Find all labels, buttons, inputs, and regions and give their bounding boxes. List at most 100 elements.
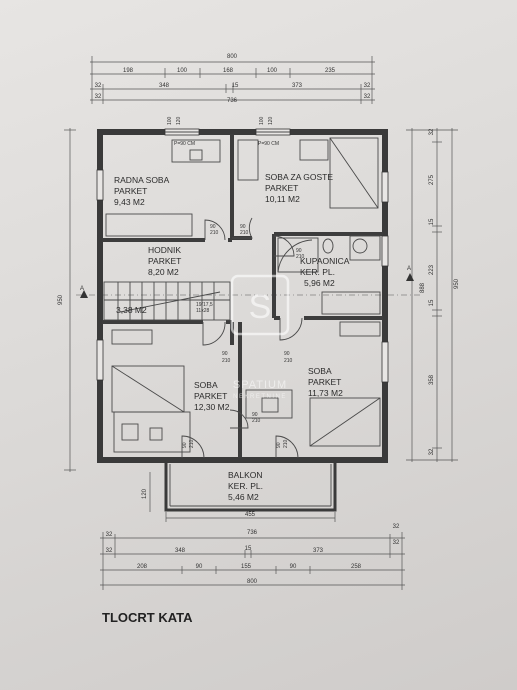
window-dim-a: 100 [167, 116, 173, 125]
room-labels: RADNA SOBA PARKET 9,43 M2 SOBA ZA GOSTE … [114, 172, 350, 502]
left-total-dim: 950 [58, 294, 64, 305]
room-soba-left-area: 12,30 M2 [194, 402, 230, 412]
windows: 100 120 100 120 P=90 CM P=90 CM [96, 116, 389, 383]
room-balkon-name: BALKON [228, 470, 263, 480]
door-8-w: 90 [296, 248, 302, 254]
top-dim-2-5: 32 [364, 83, 371, 89]
bottom-dim-3-2: 90 [196, 564, 203, 570]
doors: 90 210 90 210 90 210 90 210 90 210 90 21… [181, 217, 305, 459]
left-dimensions: 950 120 [58, 128, 151, 512]
door-1-w: 90 [210, 224, 216, 230]
room-soba-za-goste-area: 10,11 M2 [265, 194, 300, 204]
watermark-sub: NEKRETNINE [233, 394, 287, 400]
watermark-logo: S [249, 288, 272, 326]
room-soba-right-name: SOBA [308, 366, 332, 376]
window-dim-d: 120 [268, 116, 274, 125]
window-label-1: P=90 CM [174, 141, 195, 147]
top-dim-1-5: 235 [325, 68, 336, 74]
watermark: S SPATIUM NEKRETNINE [230, 274, 290, 400]
room-balkon-area: 5,46 M2 [228, 492, 259, 502]
door-7-w: 90 [252, 412, 258, 418]
top-dim-1-4: 100 [267, 68, 278, 74]
room-hodnik-area: 8,20 M2 [148, 267, 179, 277]
plan-title: TLOCRT KATA [102, 610, 193, 625]
door-4-w: 90 [284, 351, 290, 357]
top-dim-1-1: 198 [123, 68, 134, 74]
walls [97, 129, 388, 512]
bottom-dimensions: 455 32 736 32 32 348 15 373 32 208 90 15… [100, 512, 405, 590]
top-dim-1-2: 100 [177, 68, 188, 74]
top-dimensions: 800 198 100 168 100 235 32 348 15 373 32… [90, 54, 375, 104]
right-dimensions: 32 275 15 223 15 358 32 950 391 888 [384, 128, 460, 462]
top-dim-1-3: 168 [223, 68, 234, 74]
top-dim-3-2: 736 [227, 98, 238, 104]
bottom-dim-1-2: 736 [247, 530, 258, 536]
room-radna-soba-name: RADNA SOBA [114, 175, 170, 185]
bottom-dim-2-2: 348 [175, 548, 186, 554]
room-stairs-area: 3,38 M2 [116, 305, 147, 315]
right-dim-1: 32 [429, 128, 435, 135]
door-3-h: 210 [222, 358, 231, 364]
left-balcony-dim: 120 [142, 488, 148, 499]
section-line: A A [76, 266, 420, 298]
door-5-h: 210 [189, 439, 195, 448]
window-dim-c: 100 [259, 116, 265, 125]
room-radna-soba-area: 9,43 M2 [114, 197, 145, 207]
top-total-dim: 800 [227, 54, 238, 60]
bottom-dim-1-3: 32 [393, 524, 400, 530]
bottom-dim-2-5: 32 [393, 540, 400, 546]
stairs-tread-label: 11x28 [196, 308, 209, 314]
window-dim-b: 120 [176, 116, 182, 125]
door-8-h: 210 [296, 254, 305, 260]
room-soba-za-goste-floor: PARKET [265, 183, 298, 193]
section-mark-right: A [407, 266, 411, 272]
section-mark-left: A [80, 286, 84, 292]
door-3-w: 90 [222, 351, 228, 357]
door-6-h: 210 [283, 439, 289, 448]
bottom-dim-2-1: 32 [106, 548, 113, 554]
bottom-balcony-dim: 455 [245, 512, 256, 518]
top-dim-2-1: 32 [95, 83, 102, 89]
room-balkon-floor: KER. PL. [228, 481, 263, 491]
door-5-w: 90 [182, 442, 188, 448]
room-hodnik-name: HODNIK [148, 245, 181, 255]
top-dim-2-3: 15 [232, 83, 239, 89]
door-4-h: 210 [284, 358, 293, 364]
furniture [103, 137, 381, 453]
bottom-total-dim: 800 [247, 579, 258, 585]
room-radna-soba-floor: PARKET [114, 186, 147, 196]
door-2-w: 90 [240, 224, 246, 230]
room-kupaonica-floor: KER. PL. [300, 267, 335, 277]
room-soba-left-floor: PARKET [194, 391, 227, 401]
bottom-dim-3-5: 258 [351, 564, 362, 570]
bottom-dim-3-1: 208 [137, 564, 148, 570]
stairs [103, 281, 231, 321]
right-dim-6: 358 [429, 374, 435, 385]
room-soba-left-name: SOBA [194, 380, 218, 390]
room-kupaonica-area: 5,96 M2 [304, 278, 335, 288]
stairs-steps-label: 19/17,5 [196, 302, 213, 308]
window-label-2: P=90 CM [258, 141, 279, 147]
right-dim-5: 15 [429, 299, 435, 306]
room-soba-za-goste-name: SOBA ZA GOSTE [265, 172, 333, 182]
top-dim-3-3: 32 [364, 94, 371, 100]
room-hodnik-floor: PARKET [148, 256, 181, 266]
room-soba-right-floor: PARKET [308, 377, 341, 387]
bottom-dim-2-4: 373 [313, 548, 324, 554]
room-soba-right-area: 11,73 M2 [308, 388, 343, 398]
top-dim-2-2: 348 [159, 83, 170, 89]
door-1-h: 210 [210, 230, 219, 236]
right-total-dim: 950 [454, 278, 460, 289]
bottom-dim-1-1: 32 [106, 532, 113, 538]
right-dim-2: 275 [429, 174, 435, 185]
bottom-dim-3-3: 155 [241, 564, 252, 570]
room-kupaonica-name: KUPAONICA [300, 256, 350, 266]
right-dim-7: 32 [429, 448, 435, 455]
bottom-dim-3-4: 90 [290, 564, 297, 570]
bottom-dim-2-3: 15 [245, 546, 252, 552]
top-dim-3-1: 32 [95, 94, 102, 100]
watermark-name: SPATIUM [233, 379, 287, 391]
right-dim-3: 15 [429, 218, 435, 225]
